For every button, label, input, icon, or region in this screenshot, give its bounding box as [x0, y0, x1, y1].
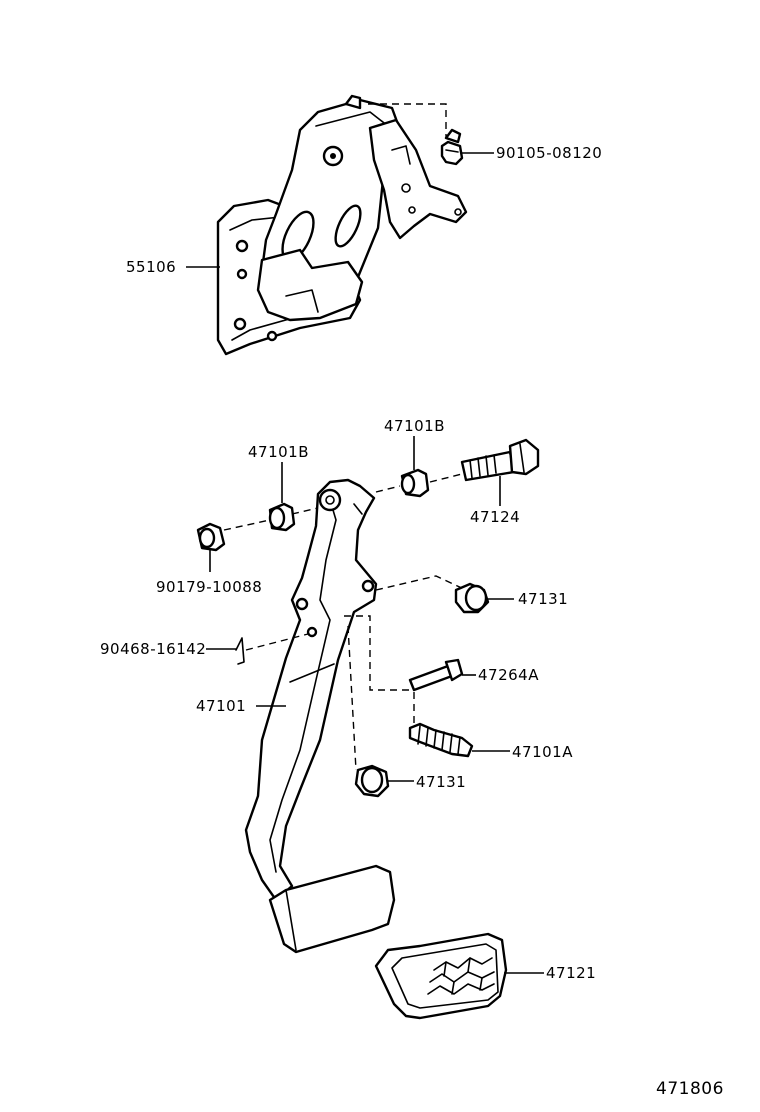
pad-47121: [374, 932, 508, 1020]
label-47124: 47124: [470, 508, 520, 526]
figure-number: 471806: [656, 1079, 724, 1099]
label-47264a: 47264A: [478, 666, 539, 684]
label-55106: 55106: [126, 258, 176, 276]
pedal-arm-47101: [244, 478, 396, 954]
stopper-47131-lower: [347, 625, 390, 798]
clip-90468-16142: [235, 633, 309, 665]
label-90468-16142: 90468-16142: [100, 640, 206, 658]
label-47101: 47101: [196, 697, 246, 715]
label-47101b-right: 47101B: [384, 417, 445, 435]
label-47101b-left: 47101B: [248, 443, 309, 461]
bushing-47101b-right: [375, 468, 463, 498]
label-47121: 47121: [546, 964, 596, 982]
label-90179-10088: 90179-10088: [156, 578, 262, 596]
stopper-47131-upper: [375, 575, 490, 614]
label-47101a: 47101A: [512, 743, 573, 761]
nut-90179-10088: [196, 522, 226, 552]
label-90105-08120: 90105-08120: [496, 144, 602, 162]
spring-47101a: [408, 692, 474, 758]
label-47131-upper: 47131: [518, 590, 568, 608]
pin-47264a: [344, 615, 464, 692]
bracket-55106: [216, 94, 468, 356]
bolt-47124: [460, 438, 540, 482]
bushing-47101b-left: [223, 502, 319, 532]
label-47131-lower: 47131: [416, 773, 466, 791]
bolt-90105-08120: [368, 103, 464, 166]
